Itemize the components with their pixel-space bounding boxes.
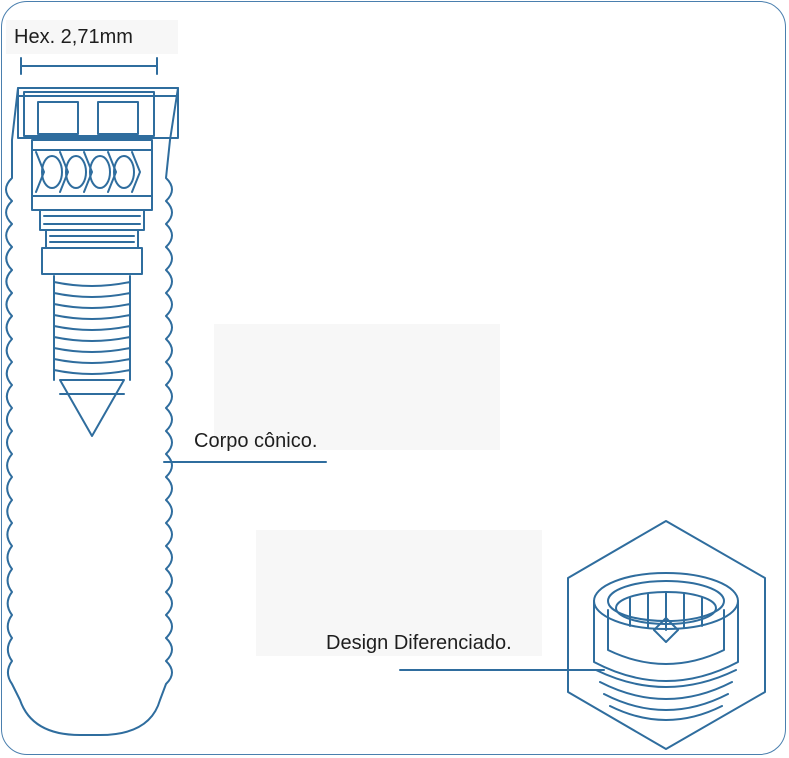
internal-screw: [53, 275, 131, 381]
implant-collar: [17, 87, 179, 139]
hex-dimension-line: [20, 57, 158, 75]
design-annotation-panel: [256, 530, 542, 656]
design-label: Design Diferenciado.: [326, 632, 512, 654]
body-annotation-panel: [214, 324, 500, 450]
screw-tip: [59, 379, 125, 437]
hex-label-panel: [6, 20, 178, 54]
body-label: Corpo cônico.: [194, 430, 318, 452]
implant-body-outline: [5, 87, 179, 736]
abutment-head: [31, 139, 153, 231]
hex-detail-view: [567, 520, 766, 750]
hex-dimension-label: Hex. 2,71mm: [14, 26, 133, 48]
screw-ring: [41, 229, 143, 275]
